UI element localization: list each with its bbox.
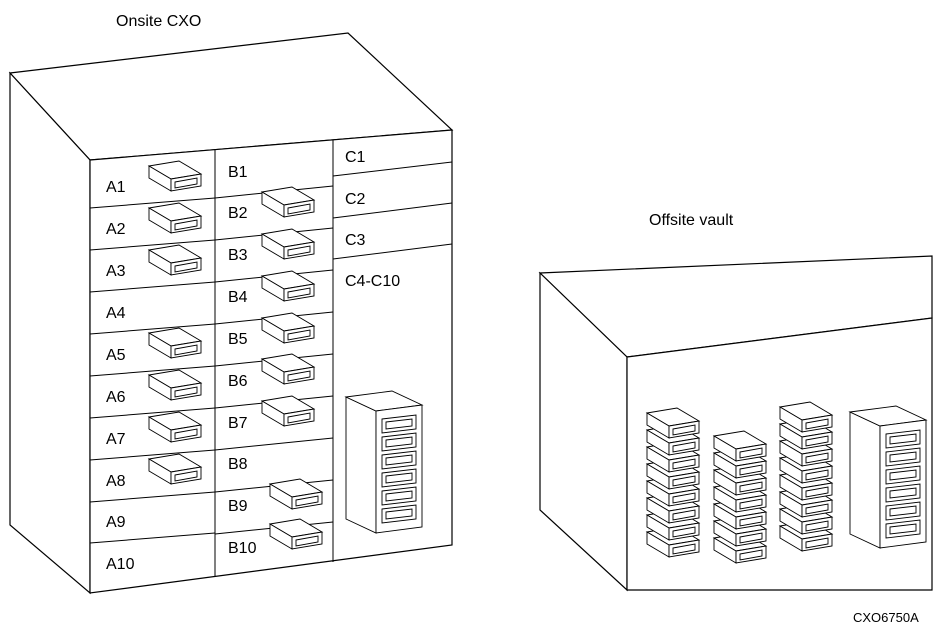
label-a8: A8: [106, 473, 126, 490]
label-a1: A1: [106, 179, 126, 196]
tape-a-6: [147, 411, 203, 443]
vault-magazine: [848, 405, 928, 549]
label-a5: A5: [106, 347, 126, 364]
vault-stack-2-tape-1: [712, 430, 768, 462]
onsite-title: Onsite CXO: [116, 13, 201, 30]
label-b5: B5: [228, 331, 248, 348]
tape-b-5: [260, 353, 316, 385]
tape-a-2: [147, 202, 203, 234]
label-a10: A10: [106, 556, 135, 573]
tape-a-1: [147, 160, 203, 192]
label-a3: A3: [106, 263, 126, 280]
shelf-c-2: [332, 202, 453, 219]
shelf-a-2: [89, 239, 216, 251]
label-b2: B2: [228, 205, 248, 222]
label-c2: C2: [345, 191, 366, 208]
shelf-a-8: [89, 491, 216, 503]
label-a7: A7: [106, 431, 126, 448]
column-a-shelves: [89, 197, 216, 544]
label-b10: B10: [228, 540, 257, 557]
shelf-a-6: [89, 407, 216, 419]
vault-stack-3: [778, 401, 834, 552]
label-b6: B6: [228, 373, 248, 390]
shelf-b-7: [214, 437, 334, 451]
tape-b-2: [260, 228, 316, 260]
tape-a-5: [147, 369, 203, 401]
shelf-a-5: [89, 365, 216, 377]
label-b4: B4: [228, 289, 248, 306]
label-a6: A6: [106, 389, 126, 406]
label-c4: C4-C10: [345, 273, 400, 290]
tape-a-3: [147, 244, 203, 276]
tape-b-8: [268, 518, 324, 550]
shelf-a-9: [89, 532, 216, 544]
vault-stack-1-tape-1: [645, 407, 701, 439]
vault-stack-2: [712, 430, 768, 564]
tape-b-1: [260, 186, 316, 218]
tape-b-4: [260, 312, 316, 344]
tape-b-3: [260, 270, 316, 302]
tape-b-7: [268, 478, 324, 510]
column-c-shelves: [332, 161, 453, 260]
vault-tape-magazine: [848, 405, 928, 549]
shelf-a-7: [89, 449, 216, 461]
vault-tape-stacks: [645, 401, 834, 564]
magazine-c4-c10: [344, 390, 424, 534]
label-a4: A4: [106, 305, 126, 322]
onsite-tape-magazine: [344, 390, 424, 534]
label-b8: B8: [228, 456, 248, 473]
label-c3: C3: [345, 232, 366, 249]
label-a2: A2: [106, 221, 126, 238]
tape-a-4: [147, 327, 203, 359]
label-b1: B1: [228, 164, 248, 181]
shelf-c-3: [332, 243, 453, 260]
shelf-a-1: [89, 197, 216, 209]
label-b3: B3: [228, 247, 248, 264]
label-c1: C1: [345, 149, 366, 166]
label-b7: B7: [228, 415, 248, 432]
tape-a-7: [147, 453, 203, 485]
figure-id: CXO6750A: [853, 610, 919, 625]
onsite-tape-cartridges: [147, 160, 324, 550]
label-b9: B9: [228, 498, 248, 515]
cabinet-side: [9, 71, 91, 595]
label-a9: A9: [106, 514, 126, 531]
shelf-a-4: [89, 323, 216, 335]
vault-stack-1: [645, 407, 701, 558]
tape-b-6: [260, 395, 316, 427]
vault-stack-3-tape-1: [778, 401, 834, 433]
shelf-c-1: [332, 161, 453, 177]
shelf-a-3: [89, 281, 216, 293]
offsite-vault: [538, 255, 933, 592]
offsite-title: Offsite vault: [649, 212, 734, 229]
